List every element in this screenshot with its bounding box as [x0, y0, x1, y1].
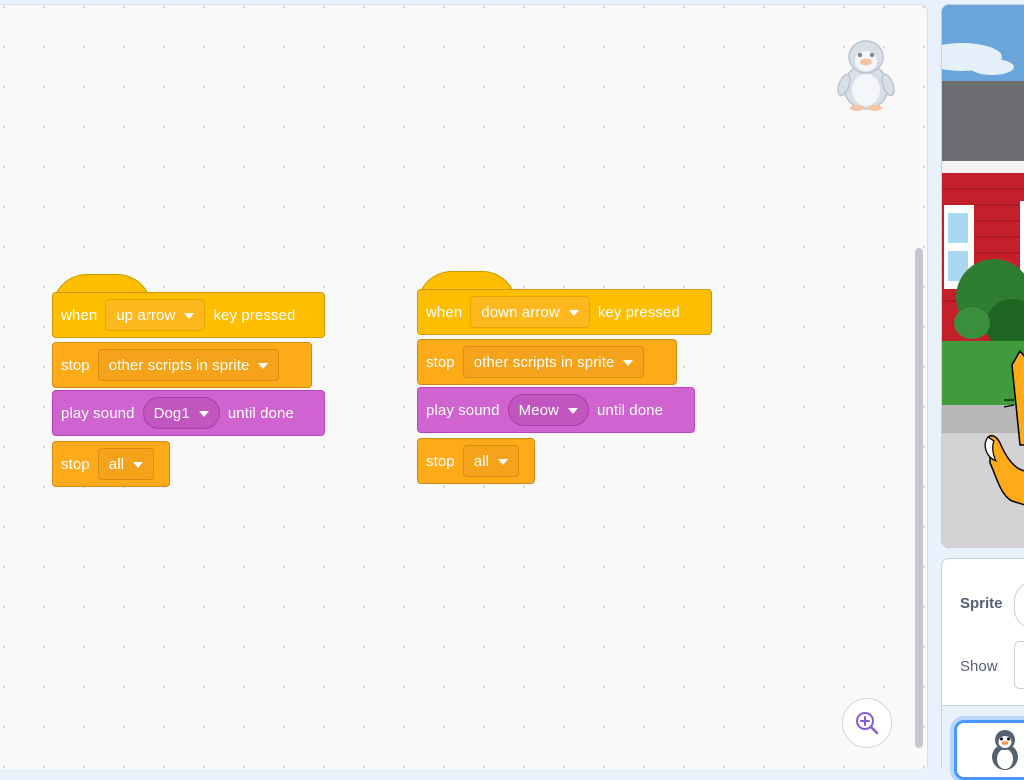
stop-option-dropdown[interactable]: all [97, 448, 155, 480]
workspace-vertical-scrollbar[interactable] [915, 248, 923, 748]
sprite-info-pane: Sprite Show [941, 558, 1024, 780]
zoom-in-button[interactable] [842, 698, 892, 748]
block-text: when [426, 303, 463, 321]
sprite-name-input[interactable] [1014, 581, 1024, 629]
code-workspace[interactable]: when up arrow key pressed stop other scr… [0, 4, 928, 769]
penguin-sprite-icon [837, 40, 895, 111]
cat-sprite[interactable] [984, 349, 1024, 506]
dropdown-caret-icon [567, 407, 578, 414]
zoom-in-icon [856, 712, 879, 735]
block-text: play sound [426, 401, 500, 419]
play-sound-until-done-block[interactable]: play sound Meow until done [417, 387, 695, 433]
penguin-sprite-thumbnail [992, 730, 1018, 770]
stage-backdrop [942, 5, 1024, 547]
block-text: stop [61, 356, 90, 374]
show-toggle[interactable] [1014, 641, 1024, 689]
dropdown-caret-icon [133, 461, 144, 468]
block-text: stop [61, 455, 90, 473]
sound-dropdown-value: Meow [518, 401, 559, 419]
sound-dropdown[interactable]: Dog1 [142, 397, 220, 429]
stop-option-value: all [473, 452, 490, 470]
sprite-thumbnail-selected[interactable] [954, 720, 1024, 780]
stop-option-dropdown[interactable]: other scripts in sprite [462, 346, 645, 378]
sprite-list [942, 705, 1024, 780]
stop-option-value: other scripts in sprite [108, 356, 250, 374]
stop-option-value: all [108, 455, 125, 473]
block-text: until done [596, 401, 664, 419]
block-text: key pressed [597, 303, 680, 321]
stop-option-dropdown[interactable]: other scripts in sprite [97, 349, 280, 381]
block-text: until done [227, 404, 294, 422]
stop-block[interactable]: stop other scripts in sprite [417, 339, 677, 385]
block-text: play sound [61, 404, 135, 422]
block-text: when [61, 306, 98, 324]
when-key-pressed-block[interactable]: when up arrow key pressed [52, 292, 325, 338]
stop-block[interactable]: stop all [417, 438, 535, 484]
block-text: key pressed [213, 306, 296, 324]
sound-dropdown-value: Dog1 [153, 404, 190, 422]
key-dropdown[interactable]: up arrow [105, 299, 206, 331]
dropdown-caret-icon [198, 410, 209, 417]
stop-block[interactable]: stop other scripts in sprite [52, 342, 312, 388]
dropdown-caret-icon [258, 362, 269, 369]
stop-option-value: other scripts in sprite [473, 353, 615, 371]
show-label: Show [960, 658, 998, 675]
key-dropdown-value: up arrow [116, 306, 176, 324]
stop-block[interactable]: stop all [52, 441, 170, 487]
sprite-name-label: Sprite [960, 595, 1003, 612]
key-dropdown[interactable]: down arrow [470, 296, 590, 328]
dropdown-caret-icon [184, 312, 195, 319]
when-key-pressed-block[interactable]: when down arrow key pressed [417, 289, 712, 335]
block-text: stop [426, 353, 455, 371]
block-text: stop [426, 452, 455, 470]
stage[interactable] [941, 4, 1024, 548]
stop-option-dropdown[interactable]: all [462, 445, 520, 477]
dropdown-caret-icon [568, 309, 579, 316]
play-sound-until-done-block[interactable]: play sound Dog1 until done [52, 390, 325, 436]
dropdown-caret-icon [498, 458, 509, 465]
sound-dropdown[interactable]: Meow [507, 394, 589, 426]
key-dropdown-value: down arrow [481, 303, 560, 321]
dropdown-caret-icon [623, 359, 634, 366]
